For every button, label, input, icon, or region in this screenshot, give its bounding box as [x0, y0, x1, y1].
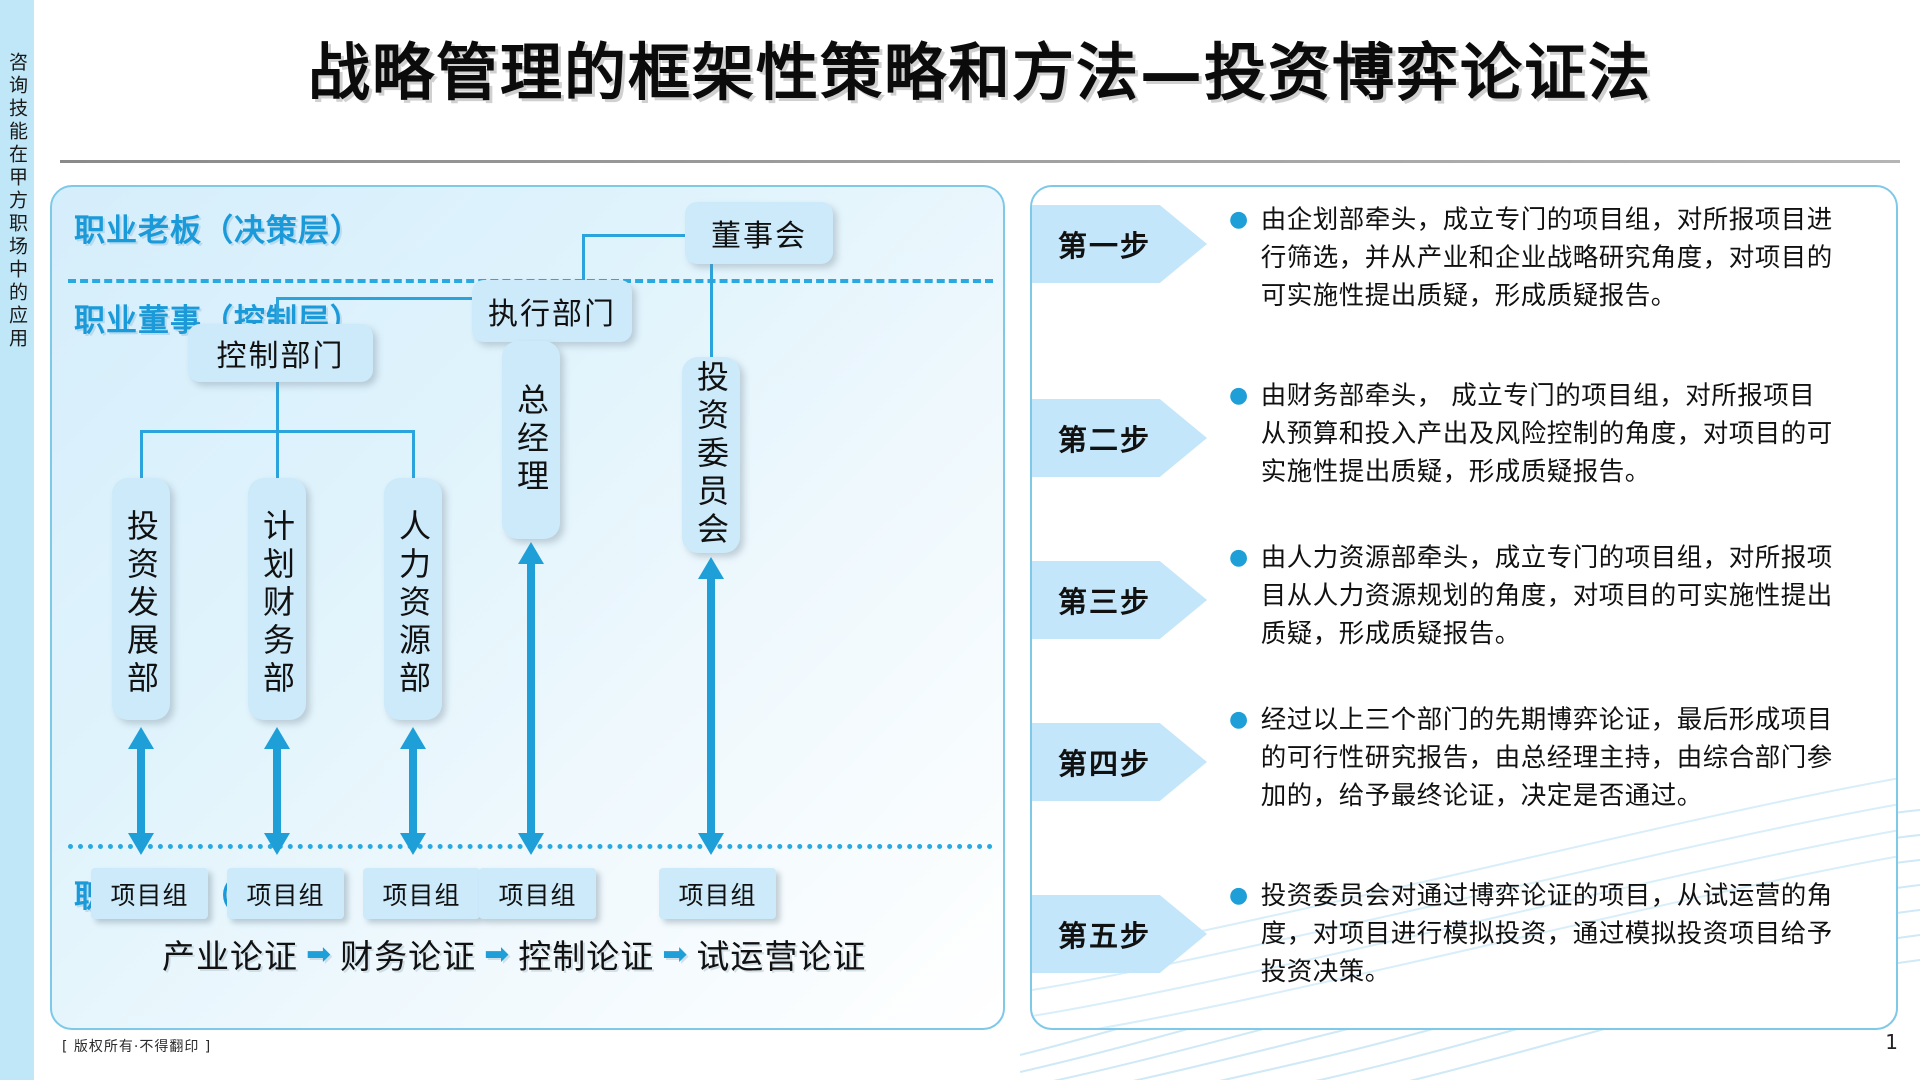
step-text-5: 投资委员会对通过博弈论证的项目，从试运营的角度，对项目进行模拟投资，通过模拟投资… — [1260, 881, 1833, 987]
node-exec-dept[interactable]: 执行部门 — [472, 280, 632, 342]
node-project-group-3[interactable]: 项目组 — [363, 868, 480, 919]
node-control-dept[interactable]: 控制部门 — [188, 324, 373, 382]
step-badge-5[interactable]: 第五步 — [1032, 895, 1207, 973]
step-badge-2[interactable]: 第二步 — [1032, 399, 1207, 477]
bullet-icon-4: ● — [1229, 707, 1249, 732]
node-human-resource[interactable]: 人力资源部 — [384, 478, 442, 720]
layer-label-decision: 职业老板（决策层） — [74, 213, 362, 249]
sidebar-vertical-title: 咨询技能在甲方职场中的应用 — [6, 52, 28, 351]
step-text-4: 经过以上三个部门的先期博弈论证，最后形成项目的可行性研究报告，由总经理主持，由综… — [1260, 705, 1833, 811]
flow-arrow-icon-2: ➡ — [484, 936, 511, 972]
bidirectional-arrow-3 — [400, 727, 426, 855]
connector-board-horizontal — [582, 234, 685, 237]
node-invest-committee[interactable]: 投资委员会 — [682, 357, 740, 553]
step-content-1: ● 由企划部牵头，成立专门的项目组，对所报项目进行筛选，并从产业和企业战略研究角… — [1229, 201, 1841, 315]
node-board[interactable]: 董事会 — [685, 202, 833, 264]
step-text-3: 由人力资源部牵头，成立专门的项目组，对所报项目从人力资源规划的角度，对项目的可实… — [1260, 543, 1833, 649]
flow-item-2: 财务论证 — [340, 937, 477, 976]
step-content-5: ● 投资委员会对通过博弈论证的项目，从试运营的角度，对项目进行模拟投资，通过模拟… — [1229, 877, 1841, 991]
bullet-icon-3: ● — [1229, 545, 1249, 570]
connector-control-vertical-up — [276, 297, 279, 339]
connector-exec-to-control — [276, 297, 514, 300]
flow-arrow-icon-1: ➡ — [306, 936, 333, 972]
step-row-2: 第二步 ● 由财务部牵头， 成立专门的项目组，对所报项目从预算和投入产出及风险控… — [1032, 377, 1896, 491]
org-chart-panel: 职业老板（决策层） 职业董事（控制层） 职业经理（操作层） 董事会 执行部门 控… — [50, 185, 1005, 1030]
title-divider — [60, 160, 1900, 163]
argument-flow: 产业论证 ➡ 财务论证 ➡ 控制论证 ➡ 试运营论证 — [162, 930, 866, 978]
bidirectional-arrow-1 — [128, 727, 154, 855]
flow-arrow-icon-3: ➡ — [662, 936, 689, 972]
connector-control-down — [276, 382, 279, 430]
step-content-3: ● 由人力资源部牵头，成立专门的项目组，对所报项目从人力资源规划的角度，对项目的… — [1229, 539, 1841, 653]
flow-item-4: 试运营论证 — [696, 937, 867, 976]
bidirectional-arrow-2 — [264, 727, 290, 855]
step-content-2: ● 由财务部牵头， 成立专门的项目组，对所报项目从预算和投入产出及风险控制的角度… — [1229, 377, 1841, 491]
steps-panel: 第一步 ● 由企划部牵头，成立专门的项目组，对所报项目进行筛选，并从产业和企业战… — [1030, 185, 1898, 1030]
node-general-manager[interactable]: 总经理 — [502, 341, 560, 539]
flow-item-1: 产业论证 — [162, 937, 298, 976]
bullet-icon-5: ● — [1229, 883, 1249, 908]
step-text-1: 由企划部牵头，成立专门的项目组，对所报项目进行筛选，并从产业和企业战略研究角度，… — [1260, 205, 1833, 311]
page-title: 战略管理的框架性策略和方法—投资博弈论证法 — [307, 36, 1652, 109]
connector-child-2 — [276, 430, 279, 478]
bullet-icon-1: ● — [1229, 207, 1249, 232]
step-row-1: 第一步 ● 由企划部牵头，成立专门的项目组，对所报项目进行筛选，并从产业和企业战… — [1032, 205, 1896, 315]
copyright-note: [ 版权所有·不得翻印 ] — [62, 1039, 212, 1055]
connector-board-vertical — [582, 234, 585, 312]
bullet-icon-2: ● — [1229, 383, 1249, 408]
bidirectional-arrow-4 — [518, 542, 544, 855]
node-plan-finance[interactable]: 计划财务部 — [248, 478, 306, 720]
step-text-2: 由财务部牵头， 成立专门的项目组，对所报项目从预算和投入产出及风险控制的角度，对… — [1260, 381, 1833, 487]
step-row-3: 第三步 ● 由人力资源部牵头，成立专门的项目组，对所报项目从人力资源规划的角度，… — [1032, 539, 1896, 653]
node-project-group-5[interactable]: 项目组 — [659, 868, 776, 919]
connector-child-1 — [140, 430, 143, 478]
step-row-5: 第五步 ● 投资委员会对通过博弈论证的项目，从试运营的角度，对项目进行模拟投资，… — [1032, 877, 1896, 991]
connector-board-to-committee — [710, 249, 713, 464]
connector-child-3 — [412, 430, 415, 478]
step-row-4: 第四步 ● 经过以上三个部门的先期博弈论证，最后形成项目的可行性研究报告，由总经… — [1032, 701, 1896, 815]
page-number: 1 — [1885, 1030, 1898, 1054]
node-project-group-1[interactable]: 项目组 — [91, 868, 208, 919]
step-badge-4[interactable]: 第四步 — [1032, 723, 1207, 801]
flow-item-3: 控制论证 — [518, 937, 655, 976]
node-project-group-2[interactable]: 项目组 — [227, 868, 344, 919]
step-content-4: ● 经过以上三个部门的先期博弈论证，最后形成项目的可行性研究报告，由总经理主持，… — [1229, 701, 1841, 815]
step-badge-3[interactable]: 第三步 — [1032, 561, 1207, 639]
step-badge-1[interactable]: 第一步 — [1032, 205, 1207, 283]
node-project-group-4[interactable]: 项目组 — [479, 868, 596, 919]
node-invest-dev[interactable]: 投资发展部 — [112, 478, 170, 720]
bidirectional-arrow-5 — [698, 557, 724, 855]
sidebar-strip: 咨询技能在甲方职场中的应用 — [0, 0, 34, 1080]
